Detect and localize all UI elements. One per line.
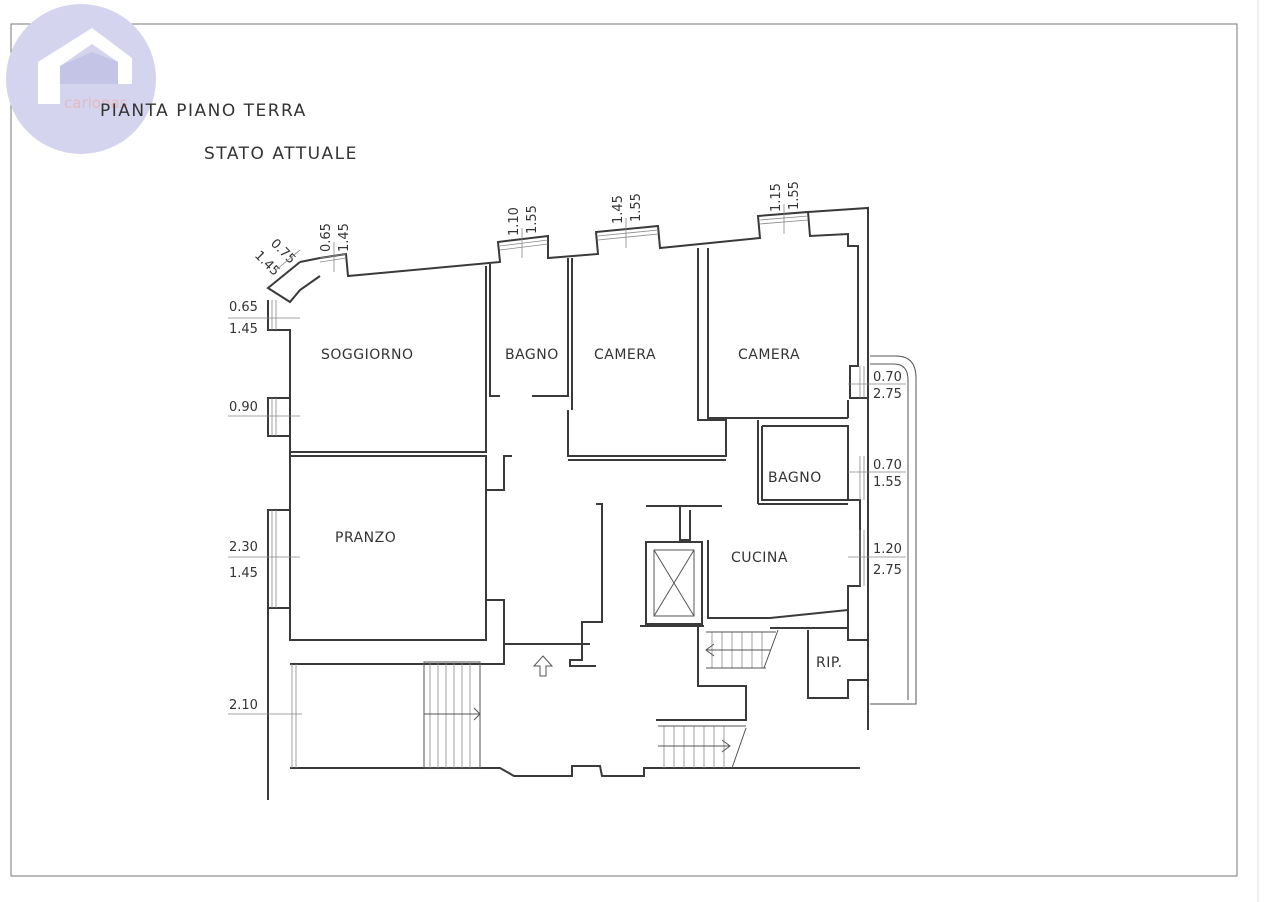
svg-text:2.10: 2.10 [229, 698, 258, 713]
logo-text: carlonas [64, 94, 128, 112]
svg-text:0.70: 0.70 [873, 458, 902, 473]
room-label-cucina: CUCINA [731, 550, 788, 566]
drawing-border [10, 23, 1238, 877]
plan-subtitle: STATO ATTUALE [204, 144, 358, 164]
svg-text:1.45: 1.45 [337, 223, 352, 252]
svg-text:2.75: 2.75 [873, 563, 902, 578]
entrance-arrow-icon [532, 655, 554, 677]
room-label-bagno-2: BAGNO [768, 470, 822, 486]
svg-text:1.45: 1.45 [229, 566, 258, 581]
dimension-right-3: 1.20 2.75 [848, 542, 906, 578]
dimension-left-1: 0.65 1.45 [228, 300, 300, 337]
svg-text:1.55: 1.55 [787, 181, 802, 210]
svg-text:1.45: 1.45 [229, 322, 258, 337]
dimension-right-2: 0.70 1.55 [848, 458, 906, 490]
stair-lower-right [658, 725, 747, 769]
svg-text:0.65: 0.65 [319, 223, 334, 252]
dimension-top-4: 1.15 1.55 [769, 181, 802, 234]
room-label-ripostiglio: RIP. [816, 655, 843, 671]
svg-text:2.30: 2.30 [229, 540, 258, 555]
room-label-pranzo: PRANZO [335, 530, 396, 546]
plan-title: PIANTA PIANO TERRA [100, 101, 307, 121]
stair-upper-right [705, 629, 779, 669]
room-label-bagno-1: BAGNO [505, 347, 559, 363]
svg-text:1.10: 1.10 [507, 207, 522, 236]
agency-logo: carlonas [6, 4, 156, 154]
dimension-top-1: 0.65 1.45 [319, 223, 352, 272]
svg-text:0.65: 0.65 [229, 300, 258, 315]
svg-text:0.70: 0.70 [873, 370, 902, 385]
dimension-top-2: 1.10 1.55 [507, 205, 540, 258]
svg-text:1.55: 1.55 [525, 205, 540, 234]
room-label-camera-2: CAMERA [738, 347, 800, 363]
svg-text:0.90: 0.90 [229, 400, 258, 415]
svg-text:1.20: 1.20 [873, 542, 902, 557]
interior-walls [289, 248, 868, 721]
dimension-corner: 0.75 1.45 [251, 236, 301, 279]
svg-text:1.45: 1.45 [611, 195, 626, 224]
dimension-left-3: 2.30 1.45 [228, 540, 300, 581]
outer-walls [266, 206, 917, 800]
dimension-right-1: 0.70 2.75 [848, 370, 906, 402]
room-label-camera-1: CAMERA [594, 347, 656, 363]
svg-text:1.55: 1.55 [873, 475, 902, 490]
svg-text:1.15: 1.15 [769, 183, 784, 212]
svg-text:2.75: 2.75 [873, 387, 902, 402]
svg-text:1.55: 1.55 [629, 193, 644, 222]
stair-left [423, 661, 481, 769]
dimension-left-2: 0.90 [228, 400, 300, 417]
dimension-top-3: 1.45 1.55 [611, 193, 644, 248]
lift-shaft [645, 541, 703, 625]
room-label-soggiorno: SOGGIORNO [321, 347, 413, 363]
dimension-left-4: 2.10 [228, 698, 302, 715]
